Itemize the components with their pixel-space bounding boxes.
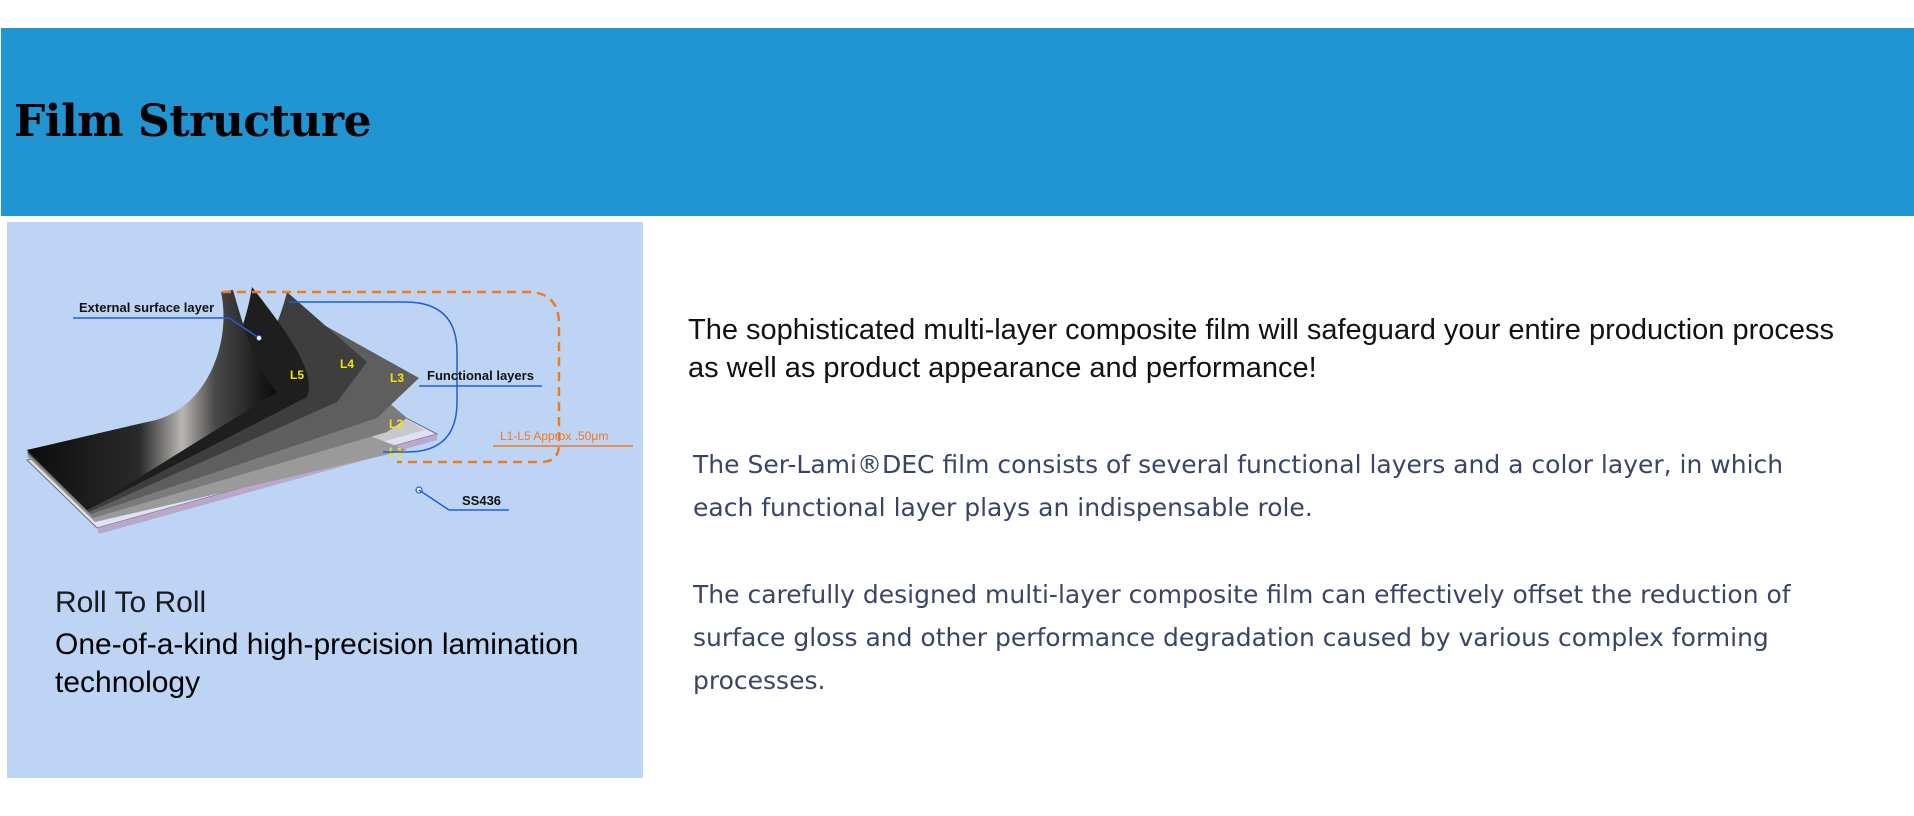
layer-label-l5: L5 [290, 368, 304, 382]
external-callout-dot [256, 335, 262, 341]
substrate-label: SS436 [462, 493, 501, 508]
page-title: Film Structure [14, 96, 372, 147]
paragraph-performance: The carefully designed multi-layer compo… [693, 580, 1791, 695]
external-callout-leader [228, 317, 260, 339]
thickness-dashed-bracket [222, 290, 561, 464]
layer-label-l2: L2 [389, 417, 403, 431]
functional-layers-label: Functional layers [427, 368, 534, 383]
thickness-label: L1-L5 Approx .50μm [500, 429, 608, 443]
film-layer-diagram: L5 L4 L3 L2 L1 External surface layer Fu… [25, 287, 633, 534]
lamination-description: One-of-a-kind high-precision lamination … [55, 628, 579, 699]
structure-panel: L5 L4 L3 L2 L1 External surface layer Fu… [7, 222, 643, 778]
layer-label-l3: L3 [390, 371, 404, 385]
external-surface-sheet [27, 290, 277, 510]
substrate-callout-leader [418, 489, 450, 511]
layer-label-l4: L4 [340, 357, 354, 371]
external-surface-label: External surface layer [79, 300, 214, 315]
paragraph-composition: The Ser-Lami®DEC film consists of severa… [693, 450, 1784, 522]
roll-to-roll-title: Roll To Roll [55, 586, 207, 619]
functional-layers-bracket [289, 301, 458, 453]
header-banner [1, 28, 1914, 216]
lead-statement: The sophisticated multi-layer composite … [688, 314, 1835, 384]
